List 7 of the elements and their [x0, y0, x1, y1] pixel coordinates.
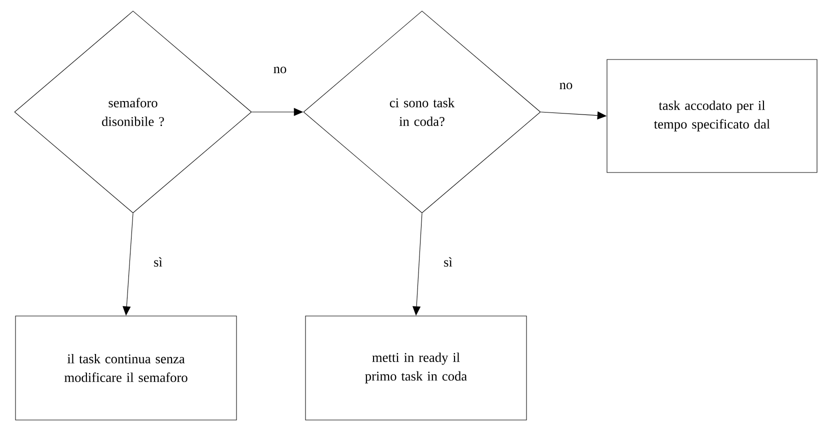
- edge-label: no: [558, 81, 574, 91]
- process-box: task accodato per il tempo specificato dal: [606, 59, 818, 173]
- process-box: il task continua senza modificare il semaforo: [15, 316, 237, 420]
- edge-label: sì: [152, 256, 164, 268]
- process-box: metti in ready il primo task in coda: [305, 316, 527, 420]
- edge-label: no: [272, 65, 288, 75]
- edge-label: sì: [442, 256, 454, 268]
